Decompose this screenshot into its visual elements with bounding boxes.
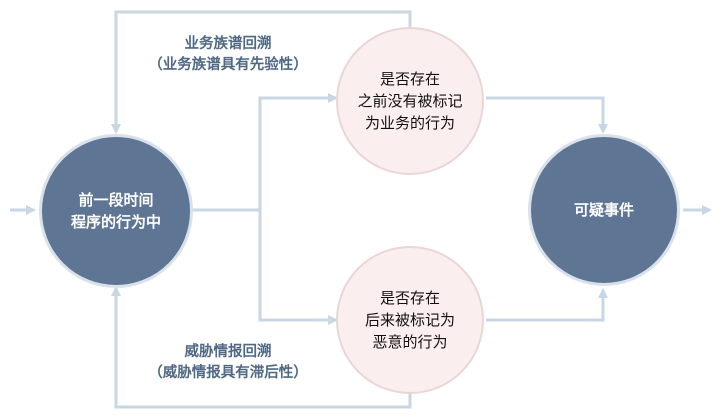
benign-to-result-arrow [486,96,608,134]
caption-line: （业务族谱具有先验性） [148,57,308,73]
caption-line: （威胁情报具有滞后性） [148,365,308,381]
source-behavior-node: 前一段时间 程序的行为中 [39,134,193,288]
node-text-line: 恶意的行为 [372,333,448,351]
caption-line: 威胁情报回溯 [184,344,272,360]
node-text-line: 是否存在 [379,70,440,88]
branch-to-benign-check [258,93,338,210]
node-text-line: 之前没有被标记 [357,92,463,110]
branch-to-malicious-check [258,210,338,325]
bottom-feedback-caption: 威胁情报回溯 （威胁情报具有滞后性） [118,342,338,384]
node-text-line: 程序的行为中 [70,213,161,231]
top-feedback-caption: 业务族谱回溯 （业务族谱具有先验性） [118,34,338,76]
node-text-line: 可疑事件 [573,201,634,219]
benign-history-check-node: 是否存在 之前没有被标记 为业务的行为 [336,27,484,175]
node-text-line: 为业务的行为 [364,114,455,132]
malicious-history-check-node: 是否存在 后来被标记为 恶意的行为 [336,246,484,394]
node-text-line: 前一段时间 [78,191,154,209]
caption-line: 业务族谱回溯 [184,36,272,52]
node-text-line: 后来被标记为 [364,311,455,329]
bottom-feedback-loop [111,286,412,409]
top-feedback-loop [111,10,412,134]
suspicious-event-node: 可疑事件 [528,134,680,286]
node-text-line: 是否存在 [379,289,440,307]
malicious-to-result-arrow [486,288,608,322]
